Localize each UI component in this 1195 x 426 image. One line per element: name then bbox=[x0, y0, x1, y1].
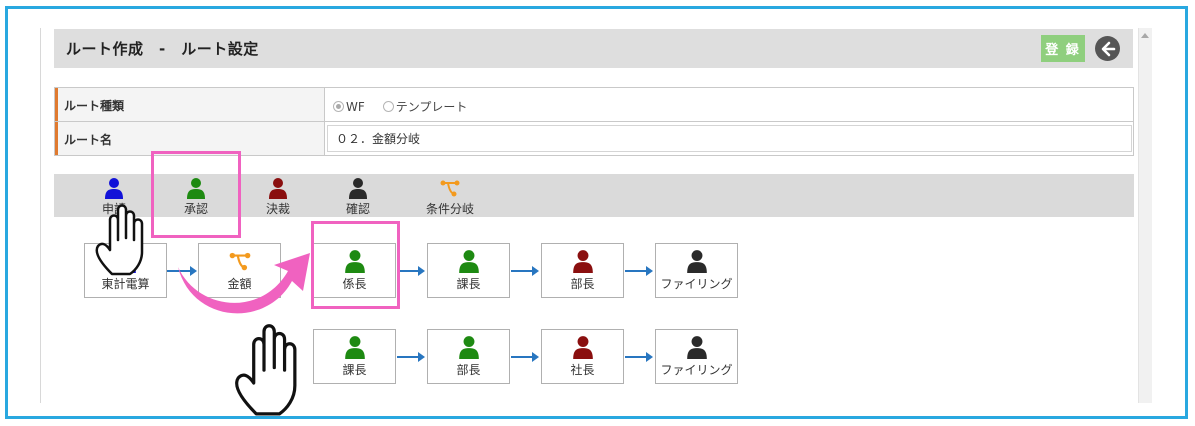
flow-node-label: ファイリング bbox=[660, 277, 733, 291]
person-black-icon bbox=[686, 336, 707, 359]
flow-node-label: 係長 bbox=[342, 277, 367, 291]
route-type-radio-group: WF テンプレート bbox=[333, 98, 485, 115]
palette-item-confirm[interactable]: 確認 bbox=[346, 177, 370, 217]
vertical-scrollbar[interactable] bbox=[1138, 28, 1152, 403]
flow-node-row1-2[interactable]: 課長 bbox=[427, 243, 510, 298]
flow-node-row2-3[interactable]: 社長 bbox=[541, 329, 624, 384]
flow-arrow bbox=[511, 266, 539, 276]
flow-arrow bbox=[167, 266, 197, 276]
radio-wf[interactable] bbox=[333, 101, 344, 112]
content-left-border bbox=[40, 28, 41, 403]
palette-item-approve[interactable]: 承認 bbox=[184, 177, 208, 217]
flow-node-label: 課長 bbox=[456, 277, 481, 291]
route-type-row: ルート種類 WF テンプレート bbox=[55, 88, 1133, 122]
flow-node-label: ファイリング bbox=[660, 363, 733, 377]
scroll-up-arrow-icon[interactable] bbox=[1141, 33, 1149, 38]
flow-arrow bbox=[625, 266, 653, 276]
node-palette: 申請 承認 決裁 確認 条件分岐 bbox=[54, 174, 1134, 217]
radio-template[interactable] bbox=[382, 101, 394, 112]
palette-label-branch: 条件分岐 bbox=[426, 202, 475, 216]
person-red-icon bbox=[572, 250, 593, 273]
person-green-icon bbox=[344, 336, 365, 359]
radio-template-label[interactable]: テンプレート bbox=[395, 100, 468, 114]
palette-item-decide[interactable]: 決裁 bbox=[266, 177, 290, 217]
flow-node-label: 東計電算 bbox=[101, 277, 150, 291]
drag-arrow-icon bbox=[178, 253, 310, 314]
person-green-icon bbox=[458, 250, 479, 273]
flow-arrow bbox=[397, 352, 425, 362]
person-green-icon bbox=[187, 178, 205, 199]
branch-icon bbox=[229, 252, 250, 271]
palette-label-decide: 決裁 bbox=[266, 202, 291, 216]
route-name-input[interactable] bbox=[327, 125, 1132, 152]
route-type-label: ルート種類 bbox=[55, 88, 325, 121]
flow-node-row2-2[interactable]: 部長 bbox=[427, 329, 510, 384]
arrow-left-icon bbox=[1101, 41, 1115, 56]
flow-node-row2-1[interactable]: 課長 bbox=[313, 329, 396, 384]
pointer-hand-icon bbox=[95, 204, 144, 276]
flow-node-row2-4[interactable]: ファイリング bbox=[655, 329, 738, 384]
flow-arrow bbox=[511, 352, 539, 362]
highlight-box-target bbox=[311, 221, 400, 309]
route-name-row: ルート名 bbox=[55, 122, 1133, 155]
flow-node-label: 部長 bbox=[570, 277, 595, 291]
register-button[interactable]: 登 録 bbox=[1041, 35, 1085, 62]
palette-label-approve: 承認 bbox=[184, 202, 209, 216]
pointer-hand-icon bbox=[235, 324, 297, 416]
page-title: ルート作成 - ルート設定 bbox=[66, 40, 259, 58]
highlight-box-palette bbox=[151, 151, 241, 238]
page-header: ルート作成 - ルート設定 登 録 bbox=[54, 29, 1133, 68]
flow-node-row1-4[interactable]: ファイリング bbox=[655, 243, 738, 298]
flow-node-label: 社長 bbox=[570, 363, 595, 377]
flow-node-branch[interactable]: 金額 bbox=[198, 243, 281, 298]
flow-node-label: 課長 bbox=[342, 363, 367, 377]
branch-icon bbox=[440, 180, 460, 197]
flow-node-label: 部長 bbox=[456, 363, 481, 377]
route-name-label: ルート名 bbox=[55, 122, 325, 155]
flow-arrow bbox=[625, 352, 653, 362]
flow-node-label: 金額 bbox=[227, 277, 252, 291]
person-green-icon bbox=[458, 336, 479, 359]
person-red-icon bbox=[269, 178, 287, 199]
palette-item-branch[interactable]: 条件分岐 bbox=[426, 177, 474, 217]
palette-label-confirm: 確認 bbox=[346, 202, 371, 216]
person-green-icon bbox=[344, 250, 365, 273]
radio-wf-label[interactable]: WF bbox=[346, 99, 365, 114]
route-form: ルート種類 WF テンプレート ルート名 bbox=[54, 87, 1134, 156]
person-blue-icon bbox=[105, 178, 123, 199]
flow-node-row1-3[interactable]: 部長 bbox=[541, 243, 624, 298]
back-button[interactable] bbox=[1095, 36, 1120, 61]
person-red-icon bbox=[572, 336, 593, 359]
flow-arrow bbox=[397, 266, 425, 276]
person-black-icon bbox=[686, 250, 707, 273]
person-black-icon bbox=[349, 178, 367, 199]
flow-node-row1-1[interactable]: 係長 bbox=[313, 243, 396, 298]
